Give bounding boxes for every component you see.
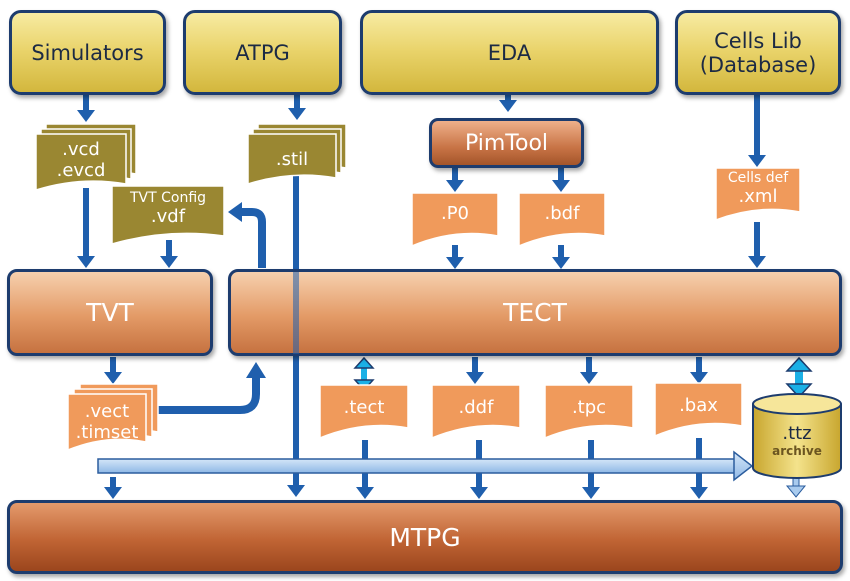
- vcd-text: .vcd: [62, 139, 100, 160]
- eda-label: EDA: [487, 40, 532, 65]
- tvt-label: TVT: [86, 298, 134, 327]
- pimtool-label: PimTool: [464, 130, 549, 156]
- tect-file-label: .tect: [320, 397, 408, 418]
- archive-bus-arrow: [97, 450, 754, 482]
- cells-lib-sublabel: (Database): [699, 52, 817, 77]
- vcd-document-stack: [35, 123, 137, 192]
- p0-text: .P0: [440, 203, 470, 224]
- ttz-bidirectional-arrow: [785, 356, 813, 399]
- tpc-file-label: .tpc: [545, 397, 633, 418]
- atpg-label: ATPG: [235, 40, 290, 65]
- ttz-out-arrow: [785, 477, 807, 498]
- tect-file-text: .tect: [343, 397, 385, 418]
- pimtool-box: PimTool: [429, 118, 584, 168]
- atpg-box: ATPG: [183, 10, 342, 95]
- ttz-archive-cylinder: [752, 393, 842, 479]
- ddf-text: .ddf: [458, 397, 494, 418]
- mtpg-box: MTPG: [7, 500, 843, 574]
- simulators-label: Simulators: [31, 40, 144, 65]
- ddf-file-label: .ddf: [432, 397, 520, 418]
- stil-document-stack: [247, 123, 347, 186]
- vdf-document: [111, 185, 225, 245]
- vdf-file-label: TVT Config .vdf: [112, 190, 224, 227]
- tpc-text: .tpc: [571, 397, 607, 418]
- xml-file-label: Cells def .xml: [716, 170, 800, 207]
- cells-lib-box: Cells Lib (Database): [675, 10, 841, 95]
- tvt-box: TVT: [7, 269, 213, 356]
- mtpg-label: MTPG: [389, 522, 461, 552]
- vect-to-tect-arrow: [158, 362, 266, 414]
- vect-document-stack: [67, 383, 159, 452]
- vcd-file-label: .vcd .evcd: [36, 139, 126, 181]
- tect-to-vdf-arrow: [228, 202, 266, 268]
- tect-box: TECT: [228, 269, 842, 356]
- archive-text: archive: [772, 444, 822, 458]
- vdf-text: .vdf: [150, 206, 186, 227]
- eda-box: EDA: [360, 10, 659, 95]
- cells-lib-label: Cells Lib: [714, 28, 802, 53]
- p0-file-label: .P0: [412, 203, 498, 224]
- stil-text: .stil: [275, 149, 309, 170]
- bax-text: .bax: [679, 395, 718, 416]
- cells-def-text: Cells def: [727, 170, 789, 186]
- xml-text: .xml: [738, 186, 778, 207]
- bdf-file-label: .bdf: [519, 203, 605, 224]
- tect-label: TECT: [503, 298, 567, 327]
- stil-file-label: .stil: [248, 149, 336, 170]
- timset-text: .timset: [75, 422, 139, 443]
- ttz-label: .ttz archive: [753, 423, 841, 459]
- tvt-config-text: TVT Config: [129, 190, 207, 206]
- bdf-text: .bdf: [544, 203, 580, 224]
- vect-file-label: .vect .timset: [68, 401, 146, 443]
- vect-text: .vect: [84, 401, 130, 422]
- evcd-text: .evcd: [56, 160, 106, 181]
- bax-file-label: .bax: [655, 395, 742, 416]
- simulators-box: Simulators: [9, 10, 166, 95]
- ttz-text: .ttz: [782, 423, 812, 444]
- orange-documents: [319, 167, 801, 440]
